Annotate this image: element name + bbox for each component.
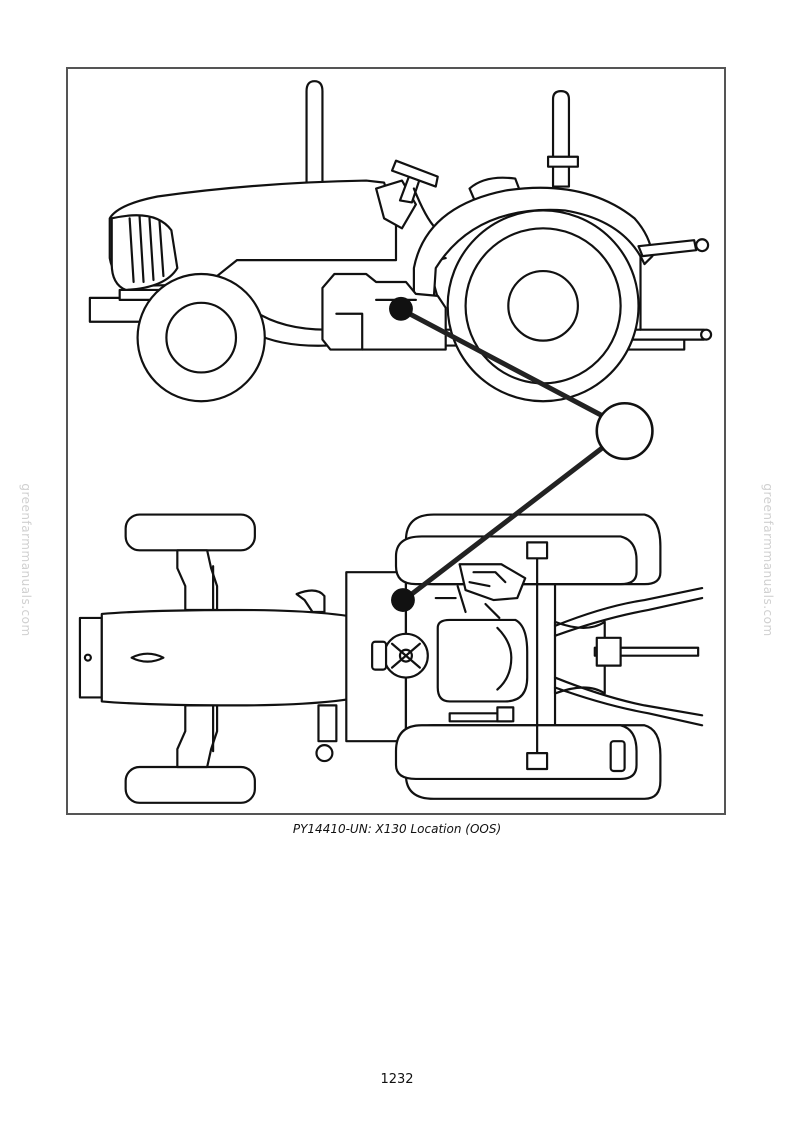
watermark-right: greenfarmmanuals.com [761, 483, 775, 637]
front-axle-lower [176, 704, 219, 769]
weight-pin [83, 653, 92, 662]
front-rim [165, 301, 238, 374]
grille-slat [158, 219, 165, 278]
x130-marker-side [389, 296, 413, 321]
rear-tire-lower-inner [394, 724, 638, 781]
steering-wheel [390, 159, 439, 188]
rear-rim [507, 269, 579, 342]
rops-bar [551, 90, 571, 188]
front-tire-left [124, 513, 256, 552]
top-link-top [593, 646, 700, 657]
figure-caption: PY14410-UN: X130 Location (OOS) [292, 822, 502, 836]
lever-knob [496, 706, 515, 723]
leader-line-top [401, 440, 612, 603]
front-grille [110, 214, 179, 292]
seat-top [436, 618, 529, 703]
seat-cushion [496, 626, 513, 691]
rear-tire-upper-inner [394, 535, 638, 586]
grille-slat [138, 215, 145, 284]
fender-light [609, 740, 626, 773]
exhaust-stack [305, 80, 324, 186]
exhaust-top [295, 589, 326, 614]
lower-arm-upper-b [553, 596, 704, 637]
lower-link [623, 328, 706, 341]
top-link-pin [695, 238, 710, 253]
step-left [317, 704, 338, 743]
lower-arm-upper [553, 587, 704, 627]
watermark-left: greenfarmmanuals.com [19, 483, 33, 637]
hood-ornament [130, 652, 165, 663]
console-detail [468, 571, 507, 588]
x130-callout [389, 296, 654, 612]
steering-hub [398, 648, 413, 663]
hitch-body [553, 620, 606, 695]
grille-slat [148, 217, 155, 282]
dash-top [371, 640, 388, 671]
x130-marker-top [391, 588, 415, 612]
front-tire-right [124, 765, 256, 804]
callout-circle [595, 401, 654, 461]
axle-hub-lower [526, 752, 549, 771]
tractor-side-view [88, 80, 713, 403]
lower-arm-lower [553, 676, 704, 717]
leader-line-side [399, 307, 612, 422]
axle-hub-upper [526, 541, 549, 560]
rops-clamp [546, 155, 579, 168]
front-axle-upper [176, 549, 219, 612]
tractor-illustration [78, 80, 713, 804]
page-number: 1232 [380, 1072, 414, 1087]
top-link [637, 239, 698, 258]
tractor-top-view [78, 513, 704, 804]
control-lever [434, 585, 501, 620]
lower-link-pin [700, 328, 713, 341]
figure-frame [66, 67, 726, 815]
steering-spoke [390, 642, 421, 669]
grille-slat [128, 217, 135, 284]
hitch-bracket [595, 636, 622, 667]
fuel-tank [321, 272, 447, 351]
step-bolt [315, 744, 334, 763]
lower-arm-lower-b [553, 686, 704, 727]
